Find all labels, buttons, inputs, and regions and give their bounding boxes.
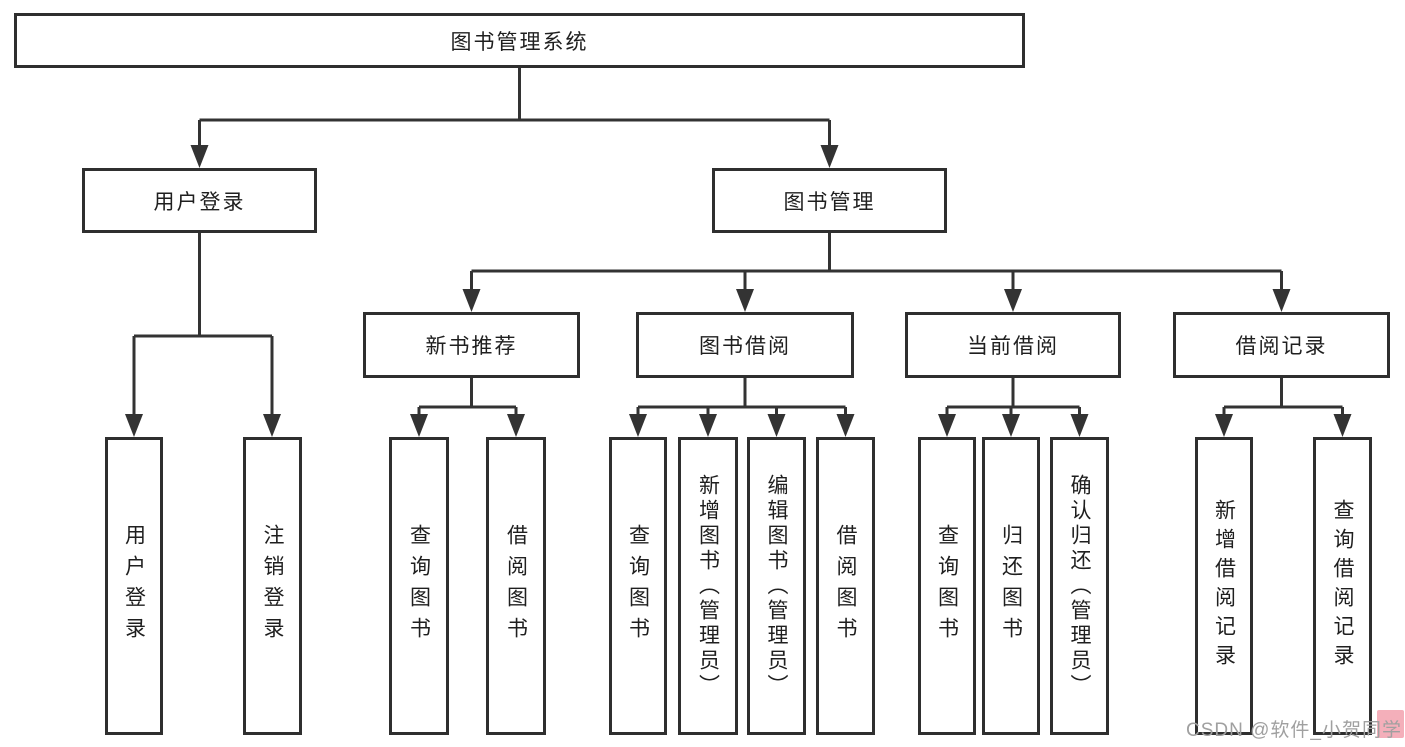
- leaf-nb-query: 查询图书: [389, 437, 449, 735]
- leaf-logout: 注销登录: [243, 437, 302, 735]
- arrowhead-book-mgmt: [820, 145, 839, 168]
- leaf-bb-add: 新增图书（管理员）: [678, 437, 738, 735]
- node-borrow-label: 图书借阅: [699, 335, 791, 358]
- leaf-br-add: 新增借阅记录: [1195, 437, 1253, 735]
- leaf-cb-return-label: 归还图书: [999, 524, 1023, 648]
- node-current-label: 当前借阅: [967, 335, 1059, 358]
- node-user-login: 用户登录: [82, 168, 317, 233]
- arrowhead-br-add: [1215, 414, 1233, 437]
- node-borrow: 图书借阅: [636, 312, 854, 378]
- arrowhead-br-query: [1333, 414, 1352, 437]
- leaf-bb-edit-label: 编辑图书（管理员）: [765, 473, 788, 699]
- arrowhead-cb-confirm: [1070, 414, 1089, 437]
- arrowhead-bb-borrow: [836, 414, 855, 437]
- leaf-cb-confirm: 确认归还（管理员）: [1050, 437, 1109, 735]
- leaf-user-login: 用户登录: [105, 437, 163, 735]
- node-records: 借阅记录: [1173, 312, 1390, 378]
- arrowhead-logout: [263, 414, 281, 437]
- arrowheads: [125, 145, 1352, 437]
- arrowhead-borrow: [736, 289, 754, 312]
- leaf-nb-query-label: 查询图书: [407, 524, 431, 648]
- arrowhead-cb-query: [938, 414, 956, 437]
- arrowhead-nb-borrow: [507, 414, 525, 437]
- leaf-br-query-label: 查询借阅记录: [1331, 499, 1354, 673]
- leaf-cb-query-label: 查询图书: [935, 524, 959, 648]
- node-current: 当前借阅: [905, 312, 1121, 378]
- arrowhead-bb-query: [629, 414, 647, 437]
- arrowhead-bb-edit: [767, 414, 786, 437]
- leaf-cb-query: 查询图书: [918, 437, 976, 735]
- leaf-cb-return: 归还图书: [982, 437, 1040, 735]
- arrowhead-records: [1272, 289, 1291, 312]
- node-book-mgmt-label: 图书管理: [783, 190, 876, 214]
- watermark-text: CSDN @软件_小贺同学: [1186, 720, 1402, 741]
- arrowhead-user-login: [190, 145, 209, 168]
- leaf-bb-query-label: 查询图书: [626, 524, 650, 648]
- node-book-mgmt: 图书管理: [712, 168, 947, 233]
- leaf-br-add-label: 新增借阅记录: [1212, 499, 1236, 673]
- node-root-label: 图书管理系统: [450, 30, 589, 54]
- arrowhead-current: [1004, 289, 1022, 312]
- leaf-bb-edit: 编辑图书（管理员）: [747, 437, 806, 735]
- node-records-label: 借阅记录: [1235, 335, 1328, 358]
- leaf-br-query: 查询借阅记录: [1313, 437, 1372, 735]
- leaf-nb-borrow: 借阅图书: [486, 437, 546, 735]
- arrowhead-cb-return: [1002, 414, 1020, 437]
- leaf-bb-query: 查询图书: [609, 437, 667, 735]
- leaf-bb-borrow: 借阅图书: [816, 437, 875, 735]
- watermark-accent-mark: [1377, 710, 1404, 738]
- arrowhead-login: [125, 414, 143, 437]
- node-root: 图书管理系统: [14, 13, 1025, 68]
- arrowhead-bb-add: [699, 414, 717, 437]
- leaf-bb-add-label: 新增图书（管理员）: [696, 473, 720, 699]
- node-new-book-label: 新书推荐: [425, 335, 518, 358]
- leaf-logout-label: 注销登录: [261, 524, 284, 648]
- arrowhead-nb-query: [410, 414, 428, 437]
- leaf-bb-borrow-label: 借阅图书: [834, 524, 857, 648]
- leaf-user-login-label: 用户登录: [122, 524, 146, 648]
- node-user-login-label: 用户登录: [153, 190, 246, 214]
- node-new-book: 新书推荐: [363, 312, 580, 378]
- leaf-cb-confirm-label: 确认归还（管理员）: [1068, 473, 1091, 699]
- leaf-nb-borrow-label: 借阅图书: [504, 524, 528, 648]
- arrowhead-new-book: [462, 289, 481, 312]
